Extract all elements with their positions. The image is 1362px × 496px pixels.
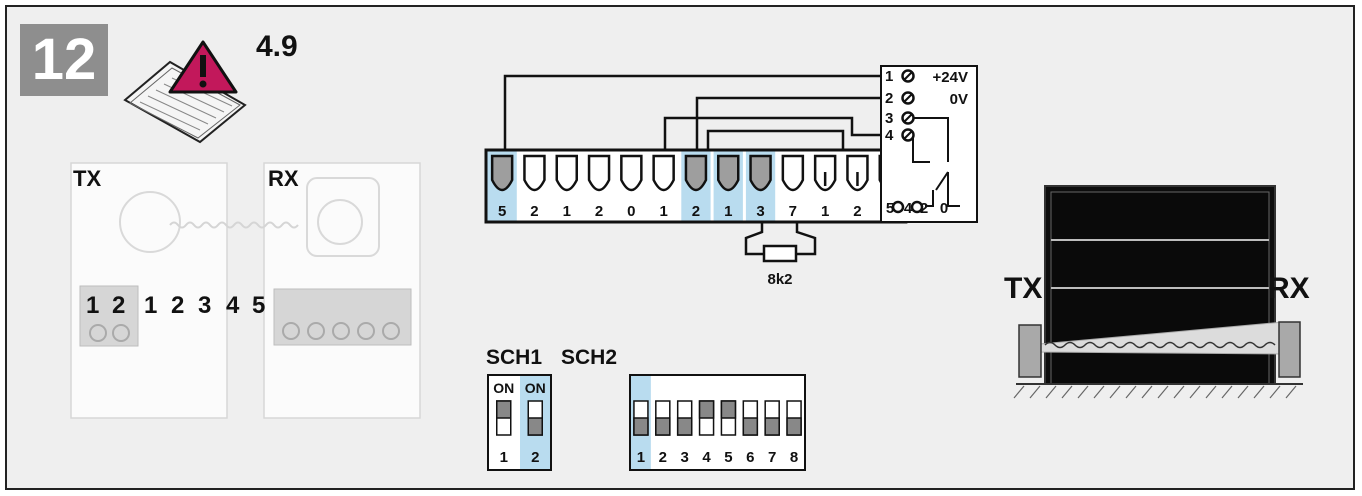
dip-number: 2 bbox=[659, 449, 667, 466]
terminal-label: 2 bbox=[595, 203, 603, 220]
terminal-clamp bbox=[587, 154, 611, 192]
terminal-clamp bbox=[555, 154, 578, 192]
dip-toggle bbox=[655, 417, 671, 436]
relay-supply-label: 0V bbox=[950, 91, 968, 108]
terminal-label: 2 bbox=[853, 203, 861, 220]
dip-toggle bbox=[742, 417, 759, 436]
dip-toggle bbox=[786, 417, 802, 436]
relay-bottom-label: 2 bbox=[920, 200, 928, 217]
dip-toggle bbox=[676, 417, 693, 436]
terminal-label: 1 bbox=[724, 203, 732, 220]
dip-number: 4 bbox=[702, 449, 711, 466]
dip-toggle bbox=[527, 417, 543, 436]
dip-toggle bbox=[720, 400, 737, 419]
sch2-label: SCH2 bbox=[561, 346, 618, 369]
tx-terminal-1: 1 bbox=[86, 292, 100, 319]
tx-terminal-2: 2 bbox=[112, 292, 126, 319]
dip-number: 8 bbox=[790, 449, 798, 466]
terminal-label: 1 bbox=[659, 203, 667, 220]
relay-box bbox=[880, 65, 978, 223]
terminal-clamp bbox=[684, 154, 708, 192]
step-number: 12 bbox=[20, 24, 108, 96]
tx-label: TX bbox=[73, 166, 102, 191]
dip-number: 2 bbox=[531, 449, 539, 466]
dip-toggle bbox=[496, 400, 512, 419]
relay-screw bbox=[891, 200, 905, 214]
terminal-clamp bbox=[781, 154, 805, 192]
relay-bottom-label: 0 bbox=[940, 200, 948, 217]
resistor-8k2 bbox=[744, 222, 817, 263]
relay-screw-slot bbox=[903, 113, 913, 123]
relay-bottom-label: 5 bbox=[886, 200, 894, 217]
relay-screw-slot bbox=[903, 93, 913, 103]
rx-terminal-3: 3 bbox=[198, 292, 212, 319]
terminal-label: 1 bbox=[563, 203, 571, 220]
terminal-label: 2 bbox=[530, 203, 538, 220]
dip-toggle bbox=[633, 417, 649, 436]
relay-supply-label: +24V bbox=[933, 69, 968, 86]
rx-terminal-5: 5 bbox=[252, 292, 266, 319]
dip-number: 1 bbox=[637, 449, 645, 466]
terminal-block: 5212012137120777 bbox=[484, 148, 970, 224]
terminal-clamp bbox=[749, 154, 772, 192]
dip-number: 1 bbox=[500, 449, 508, 466]
dip-number: 7 bbox=[768, 449, 776, 466]
resistor-label: 8k2 bbox=[767, 271, 792, 288]
dip-on-label: ON bbox=[493, 380, 514, 396]
tx-photocell bbox=[70, 162, 228, 419]
rx-label: RX bbox=[268, 166, 299, 191]
dip-number: 6 bbox=[746, 449, 754, 466]
dip-toggle bbox=[698, 400, 715, 419]
rx-terminal-4: 4 bbox=[226, 292, 240, 319]
dip-number: 3 bbox=[681, 449, 689, 466]
terminal-clamp bbox=[523, 154, 546, 192]
dip-toggle bbox=[764, 417, 780, 436]
beam-wave bbox=[169, 221, 299, 229]
door-rx-label: RX bbox=[1268, 272, 1310, 305]
terminal-label: 5 bbox=[498, 203, 506, 220]
rx-terminal-2: 2 bbox=[171, 292, 185, 319]
terminal-clamp bbox=[620, 154, 643, 192]
dip-on-label: ON bbox=[525, 380, 546, 396]
relay-bottom-label: 4 bbox=[904, 200, 913, 217]
sch1-label: SCH1 bbox=[486, 346, 543, 369]
terminal-label: 2 bbox=[692, 203, 700, 220]
door-tx-label: TX bbox=[1004, 272, 1043, 305]
terminal-label: 3 bbox=[756, 203, 764, 220]
warning-manual-icon bbox=[123, 40, 247, 144]
relay-pin-label: 2 bbox=[885, 90, 893, 107]
relay-pin-label: 3 bbox=[885, 110, 893, 127]
terminal-clamp bbox=[652, 154, 675, 192]
garage-door bbox=[1013, 185, 1303, 399]
manual-reference: 4.9 bbox=[256, 30, 298, 63]
terminal-label: 1 bbox=[821, 203, 829, 220]
terminal-clamp bbox=[717, 154, 740, 192]
terminal-label: 0 bbox=[627, 203, 635, 220]
relay-screw bbox=[910, 200, 924, 214]
terminal-label: 7 bbox=[789, 203, 797, 220]
relay-pin-label: 1 bbox=[885, 68, 893, 85]
relay-pin-label: 4 bbox=[885, 127, 894, 144]
terminal-clamp bbox=[490, 154, 514, 192]
rx-terminal-1: 1 bbox=[144, 292, 158, 319]
rx-photocell bbox=[263, 162, 421, 419]
relay-screw-slot bbox=[903, 130, 913, 140]
dip-number: 5 bbox=[724, 449, 732, 466]
dip-switch-sch1: 1 ON 2 ON bbox=[487, 374, 552, 471]
relay-screw-slot bbox=[903, 71, 913, 81]
